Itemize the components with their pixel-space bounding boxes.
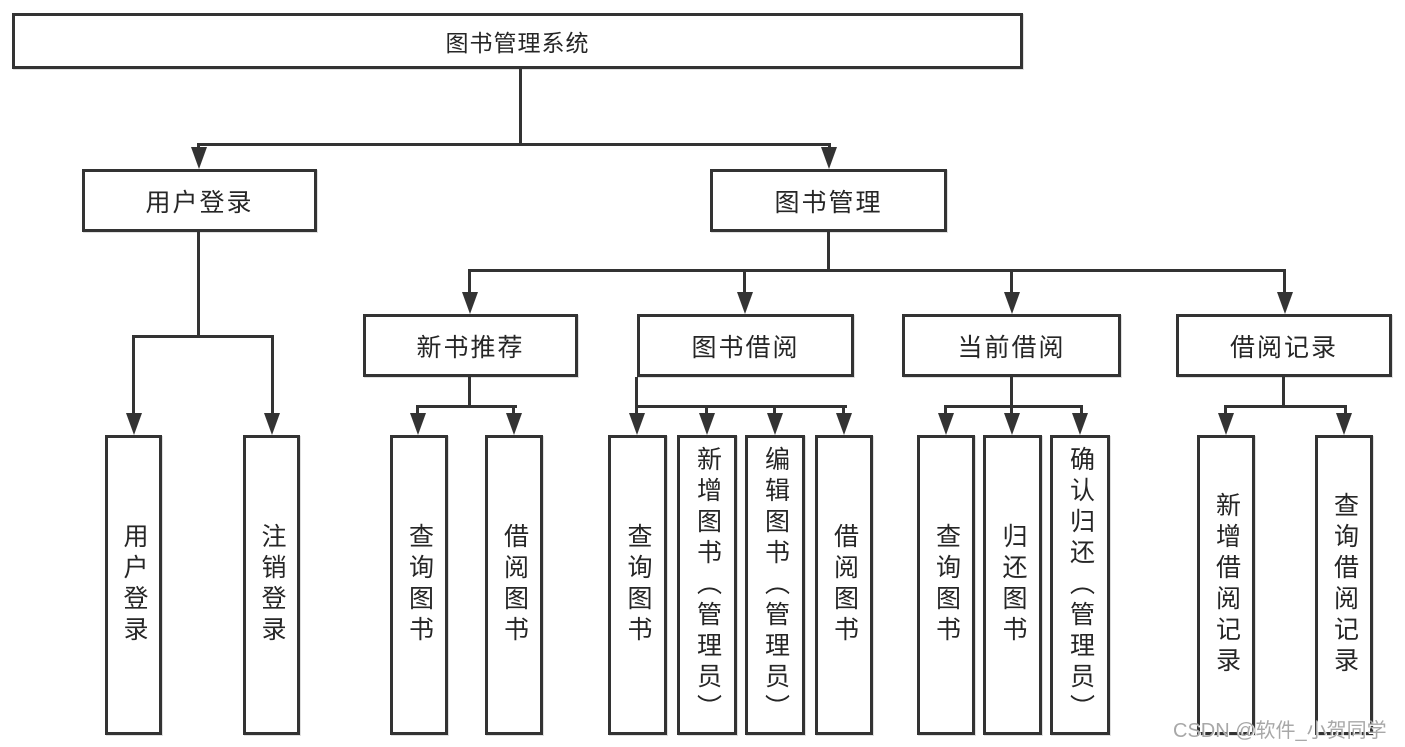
leaf-return-books: 归还图书 [983,435,1042,735]
arrow-to-book-borrow [737,292,753,314]
leaf-borrow-books-2: 借阅图书 [815,435,873,735]
arrow-to-leaf-add-record [1218,413,1234,435]
leaf-edit-book-admin: 编辑图书（管理员） [745,435,805,735]
leaf-query-borrow-record: 查询借阅记录 [1315,435,1373,735]
arrow-to-leaf-query-books-2 [629,413,645,435]
connector-recommend-stub-1 [416,405,419,417]
connector-current-hline [944,405,1083,408]
connector-root-vline [519,69,522,146]
leaf-add-borrow-record: 新增借阅记录 [1197,435,1255,735]
node-current-borrow: 当前借阅 [902,314,1121,377]
connector-userlogin-stub-2 [271,335,274,417]
arrow-to-leaf-borrow-books-1 [506,413,522,435]
connector-borrow-stub-4 [842,405,845,417]
arrow-to-user-login [191,147,207,169]
leaf-query-books-1: 查询图书 [390,435,448,735]
connector-recommend-vline [468,377,471,408]
arrow-to-leaf-user-login [126,413,142,435]
connector-bookmgmt-stub-1 [468,269,471,296]
arrow-to-book-management [821,147,837,169]
arrow-to-leaf-add-book [699,413,715,435]
leaf-borrow-books-1: 借阅图书 [485,435,543,735]
connector-records-hline [1224,405,1347,408]
connector-borrow-vline [635,377,638,408]
arrow-to-leaf-confirm-return [1072,413,1088,435]
arrow-to-leaf-return-books [1004,413,1020,435]
connector-bookmgmt-stub-4 [1283,269,1286,296]
connector-borrow-stub-2 [705,405,708,417]
node-borrow-records: 借阅记录 [1176,314,1392,377]
leaf-confirm-return-admin: 确认归还（管理员） [1050,435,1110,735]
node-library-management-system: 图书管理系统 [12,13,1023,69]
connector-root-hline [197,143,831,146]
connector-recommend-stub-2 [512,405,515,417]
arrow-to-new-book-recommend [462,292,478,314]
watermark-csdn: CSDN @软件_小贺同学 [1173,720,1387,742]
connector-current-stub-2 [1010,405,1013,417]
arrow-to-leaf-query-books-3 [938,413,954,435]
arrow-to-leaf-query-books-1 [410,413,426,435]
connector-records-stub-2 [1344,405,1347,417]
connector-bookmgmt-stub-2 [743,269,746,296]
node-book-management: 图书管理 [710,169,947,232]
arrow-to-leaf-query-record [1336,413,1352,435]
connector-current-stub-1 [944,405,947,417]
connector-records-stub-1 [1224,405,1227,417]
connector-borrow-stub-1 [635,405,638,417]
leaf-query-books-3: 查询图书 [917,435,975,735]
connector-bookmgmt-hline [468,269,1286,272]
arrow-to-leaf-edit-book [767,413,783,435]
leaf-user-login: 用户登录 [105,435,162,735]
connector-recommend-hline [416,405,517,408]
connector-records-vline [1282,377,1285,408]
connector-userlogin-vline [197,232,200,338]
arrow-to-leaf-borrow-books-2 [836,413,852,435]
node-book-borrow: 图书借阅 [637,314,854,377]
node-new-book-recommend: 新书推荐 [363,314,578,377]
leaf-query-books-2: 查询图书 [608,435,667,735]
arrow-to-borrow-records [1277,292,1293,314]
connector-borrow-hline [635,405,847,408]
arrow-to-leaf-logout [264,413,280,435]
connector-bookmgmt-stub-3 [1010,269,1013,296]
leaf-logout: 注销登录 [243,435,300,735]
connector-current-stub-3 [1080,405,1083,417]
connector-borrow-stub-3 [773,405,776,417]
arrow-to-current-borrow [1004,292,1020,314]
connector-userlogin-stub-1 [132,335,135,417]
leaf-add-book-admin: 新增图书（管理员） [677,435,737,735]
connector-userlogin-hline [132,335,274,338]
connector-current-vline [1010,377,1013,408]
node-user-login: 用户登录 [82,169,317,232]
connector-bookmgmt-vline [827,232,830,272]
